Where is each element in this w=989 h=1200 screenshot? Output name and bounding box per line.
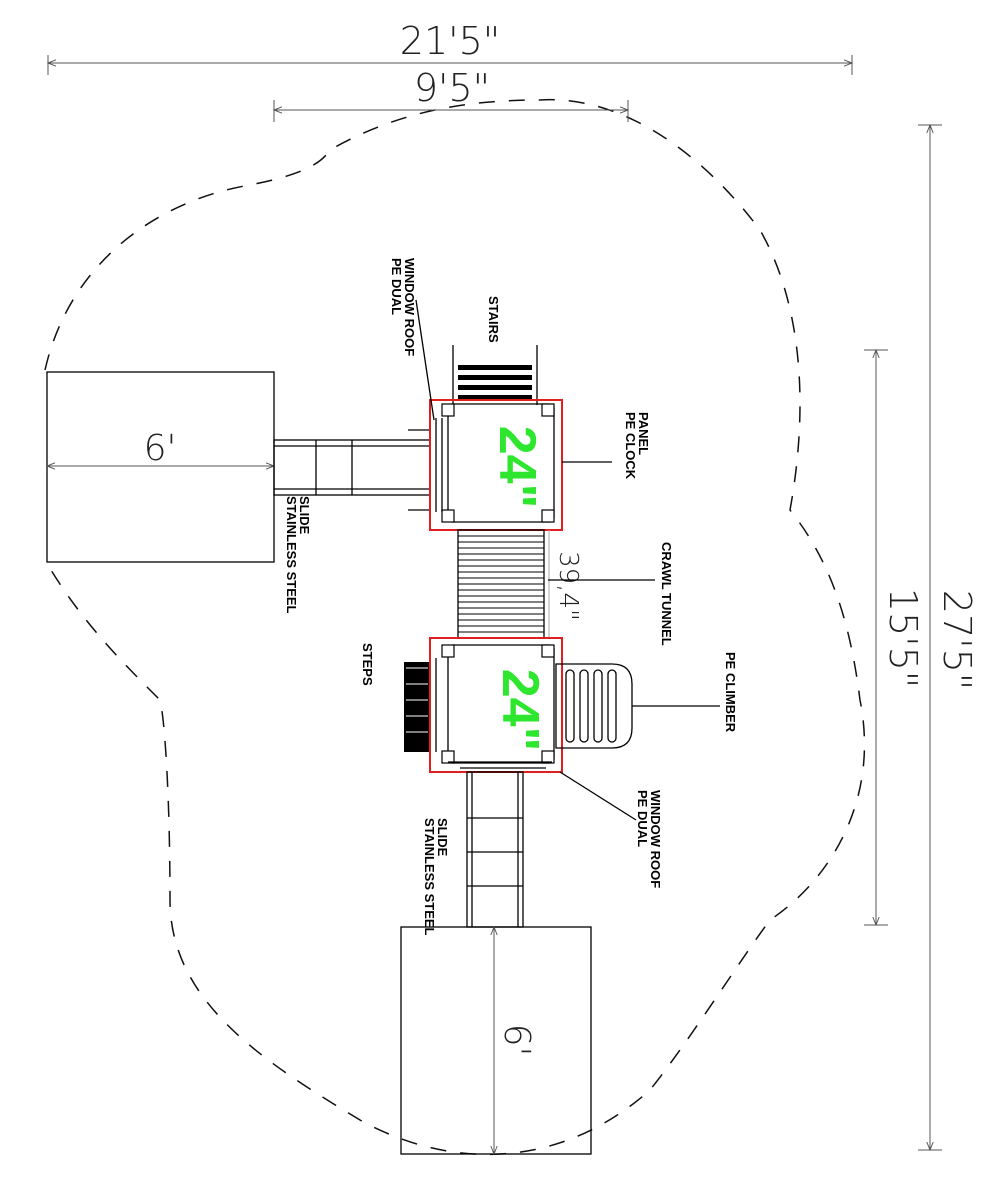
platform-span-text: 9'5" xyxy=(414,66,490,110)
label-clock-panel: PE CLOCKPANEL xyxy=(623,412,651,480)
label-slide-bottom: STAINLESS STEELSLIDE xyxy=(422,818,450,936)
label-climber: PE CLIMBER xyxy=(723,652,738,733)
structure-depth-dimension: 15'5" xyxy=(864,348,925,927)
crawl-tunnel xyxy=(457,529,545,639)
upper-platform: 24" xyxy=(429,399,563,531)
slide-runout-bottom-text: 6' xyxy=(496,1024,537,1057)
label-roof-lower: PE DUALWINDOW ROOF xyxy=(635,790,663,888)
leader-lines xyxy=(415,299,720,821)
upper-platform-height: 24" xyxy=(488,426,546,509)
overall-width-text: 21'5" xyxy=(400,19,500,63)
label-crawl-tunnel: CRAWL TUNNEL xyxy=(659,542,674,646)
stainless-slide-bottom xyxy=(448,761,552,928)
slide-runout-left-text: 6' xyxy=(144,428,177,469)
label-slide-left: STAINLESS STEELSLIDE xyxy=(284,496,312,614)
stairs xyxy=(452,345,538,405)
label-roof-upper: PE DUALWINDOW ROOF xyxy=(389,258,417,356)
tunnel-length-text: 39,4" xyxy=(553,551,583,621)
lower-platform: 24" xyxy=(429,637,563,773)
overall-depth-dimension: 27'5" xyxy=(918,123,979,1152)
slide-runout-zone-left: 6' xyxy=(45,371,276,563)
label-stairs: STAIRS xyxy=(486,296,501,343)
overall-depth-text: 27'5" xyxy=(935,590,979,690)
slide-runout-zone-bottom: 6' xyxy=(400,925,592,1156)
overall-width-dimension: 21'5" xyxy=(46,19,854,75)
steps xyxy=(404,662,430,752)
structure-depth-text: 15'5" xyxy=(881,588,925,688)
safety-zone-boundary xyxy=(44,98,866,1156)
tunnel-length-dimension: 39,4" xyxy=(548,530,583,638)
pe-climber xyxy=(555,663,633,749)
label-steps: STEPS xyxy=(360,643,375,686)
stainless-slide-left xyxy=(273,429,431,511)
lower-platform-height: 24" xyxy=(491,669,549,752)
platform-span-dimension: 9'5" xyxy=(272,66,630,122)
